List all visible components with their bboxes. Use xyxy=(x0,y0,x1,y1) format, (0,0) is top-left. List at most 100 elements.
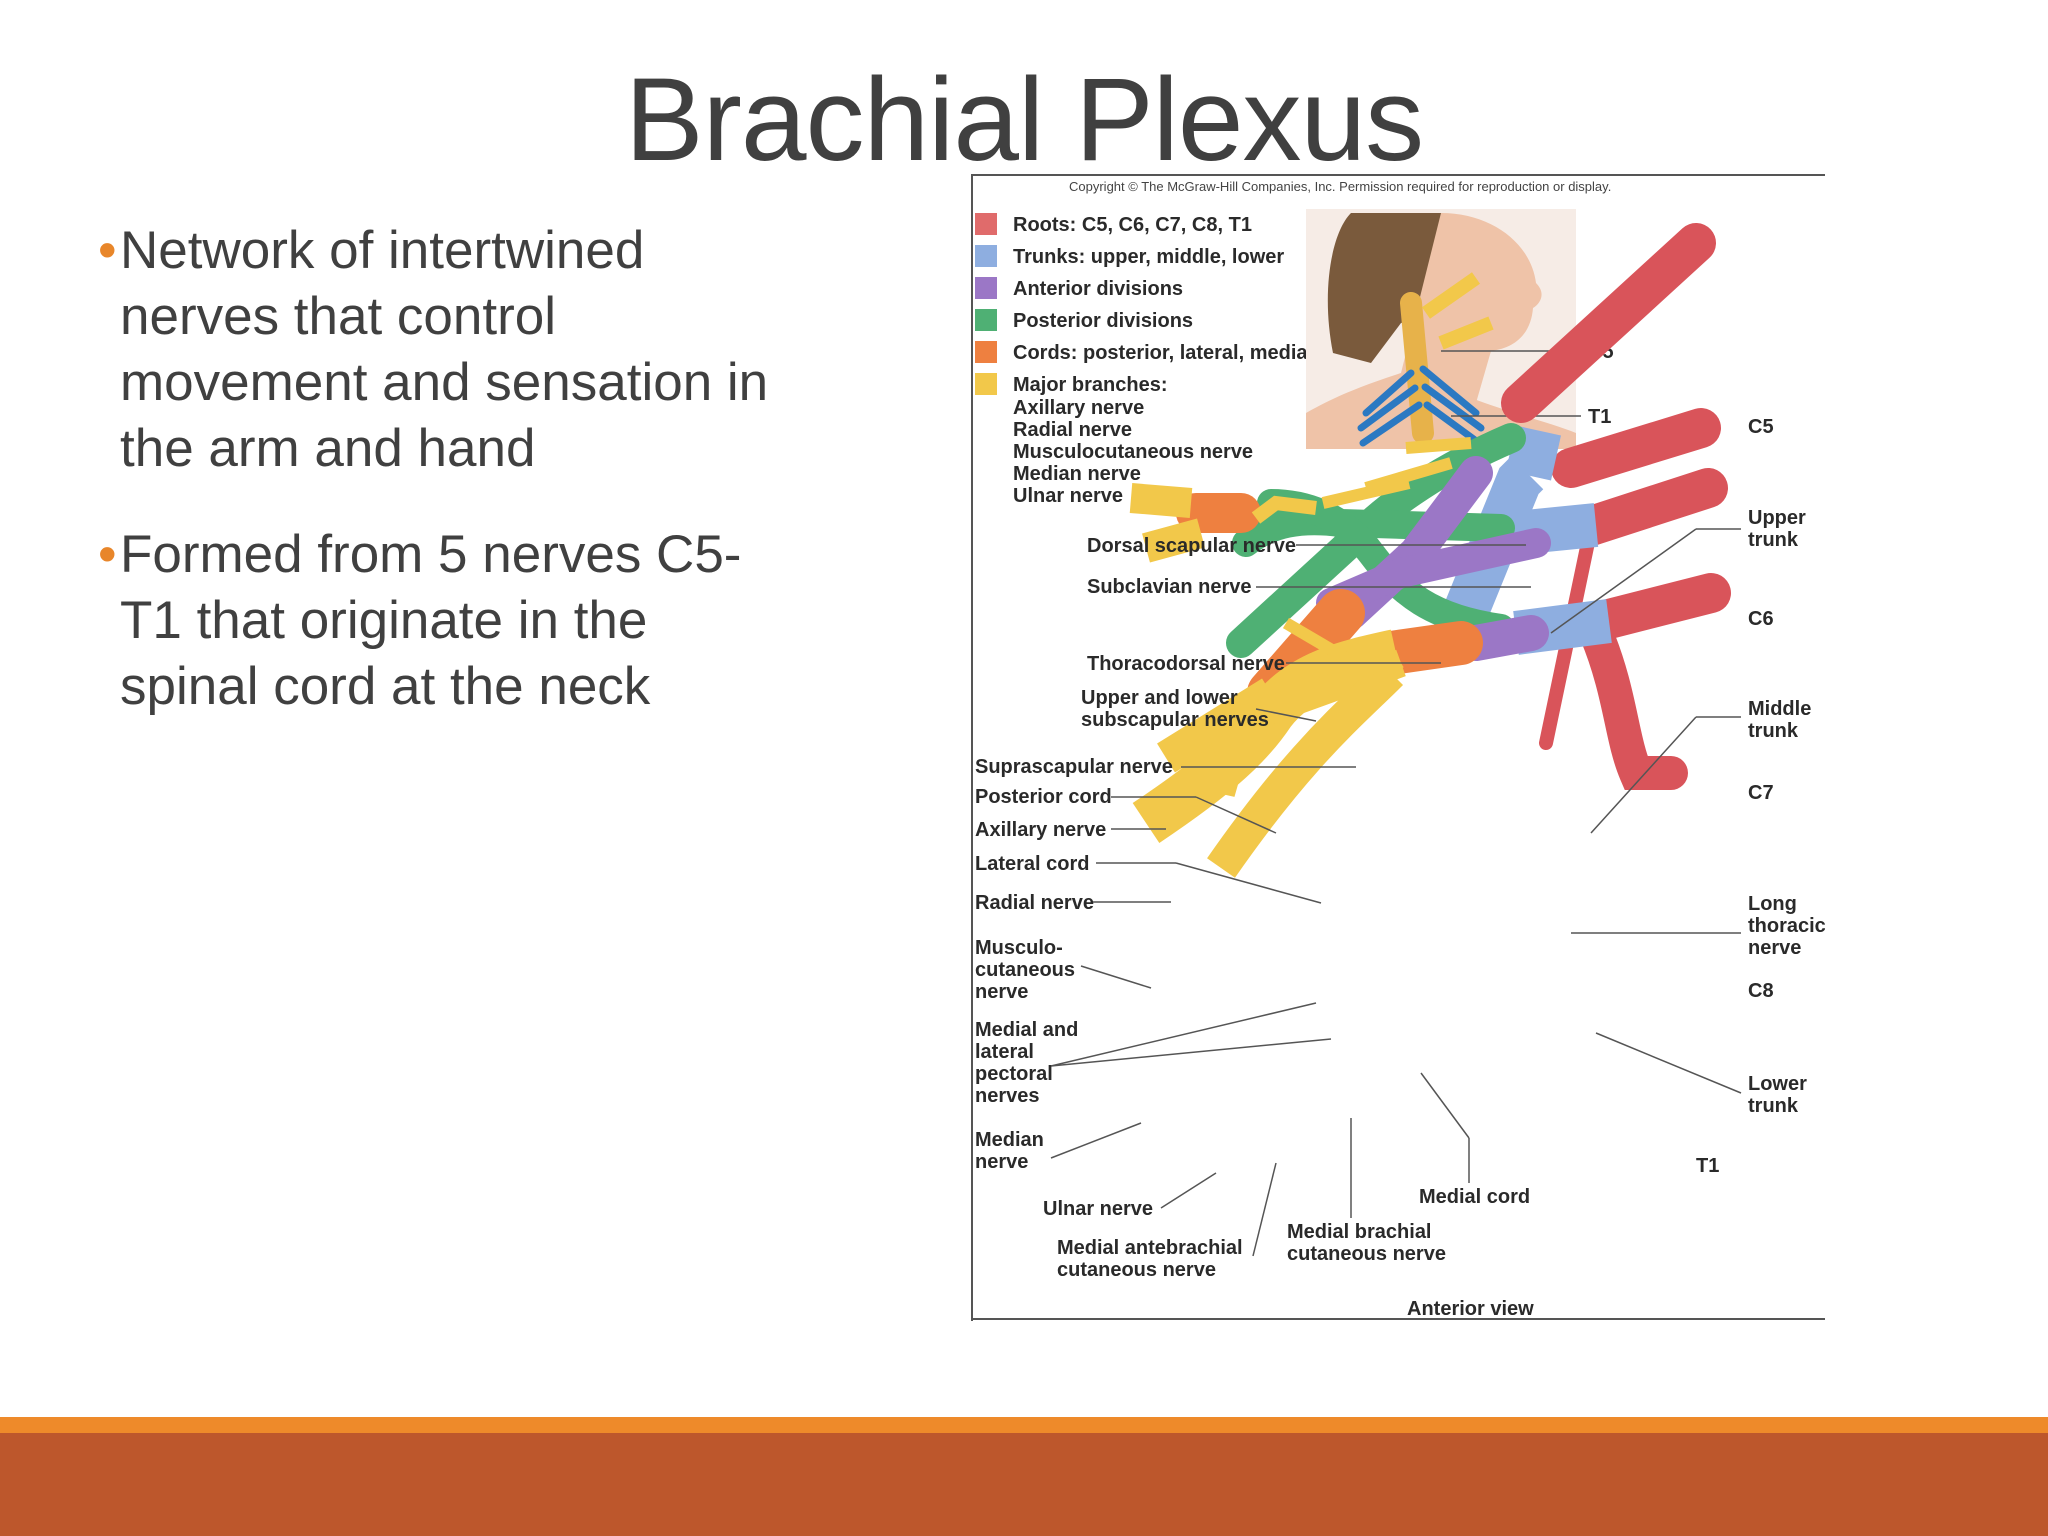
label-median: nerve xyxy=(975,1151,1028,1173)
label-long-thoracic: thoracic xyxy=(1748,915,1825,937)
label-c8: C8 xyxy=(1748,980,1774,1002)
label-pectoral: pectoral xyxy=(975,1063,1053,1085)
label-subscapular: Upper and lower xyxy=(1081,687,1238,709)
legend-swatch-posterior xyxy=(975,309,997,331)
label-medial-cord: Medial cord xyxy=(1419,1186,1530,1208)
middle-anterior-division xyxy=(1316,528,1551,618)
bullet-dot: • xyxy=(98,221,117,280)
footer-accent-bar xyxy=(0,1417,2048,1433)
slide-title: Brachial Plexus xyxy=(624,54,1424,186)
legend-swatch-roots xyxy=(975,213,997,235)
legend-cords: Cords: posterior, lateral, medial xyxy=(1013,342,1313,364)
label-long-thoracic: nerve xyxy=(1748,937,1801,959)
label-median: Median xyxy=(975,1129,1044,1151)
label-axillary: Axillary nerve xyxy=(975,819,1106,841)
bullet-text: Network of intertwined nerves that contr… xyxy=(120,221,769,478)
legend-posterior: Posterior divisions xyxy=(1013,310,1193,332)
leader-posterior-cord-2 xyxy=(1195,796,1277,834)
legend-anterior: Anterior divisions xyxy=(1013,278,1183,300)
label-c5: C5 xyxy=(1748,416,1774,438)
label-pectoral: Medial and xyxy=(975,1019,1078,1041)
leader-median xyxy=(1050,1122,1142,1159)
leader-musculocutaneous xyxy=(1080,965,1152,989)
radial-nerve-shape xyxy=(1142,518,1205,563)
label-musculocutaneous: nerve xyxy=(975,981,1028,1003)
bullet-text: Formed from 5 nerves C5-T1 that originat… xyxy=(120,525,742,716)
root-c5 xyxy=(1501,223,1716,423)
leader-subscapular xyxy=(1255,708,1317,722)
label-radial: Radial nerve xyxy=(975,892,1094,914)
bullet-item: •Formed from 5 nerves C5-T1 that origina… xyxy=(98,522,798,720)
branch-ulnar: Ulnar nerve xyxy=(1013,485,1123,507)
medial-cord-shape xyxy=(1369,621,1483,675)
right-labels: C5 Upper trunk C6 Middle trunk C7 Long t… xyxy=(1550,416,1826,1177)
axillary-nerve-shape xyxy=(1129,483,1193,518)
label-pectoral: lateral xyxy=(975,1041,1034,1063)
inset-plexus-nerves xyxy=(1357,365,1485,447)
face-shape xyxy=(1401,213,1542,409)
brachial-plexus-figure: Copyright © The McGraw-Hill Companies, I… xyxy=(971,173,1826,1321)
label-ulnar: Ulnar nerve xyxy=(1043,1198,1153,1220)
inset-t1-label: T1 xyxy=(1588,406,1611,428)
label-suprascapular: Suprascapular nerve xyxy=(975,756,1173,778)
branches xyxy=(1129,272,1494,878)
anterior-view-caption: Anterior view xyxy=(1407,1298,1534,1320)
label-upper-trunk: Upper xyxy=(1748,507,1806,529)
divisions xyxy=(1226,423,1551,661)
label-upper-trunk: trunk xyxy=(1748,529,1799,551)
bullet-list: •Network of intertwined nerves that cont… xyxy=(98,218,798,760)
footer-bar xyxy=(0,1433,2048,1536)
root-c6 xyxy=(1551,408,1721,488)
leader-medial-cord-2 xyxy=(1420,1072,1470,1139)
median-lateral-root-shape xyxy=(1203,649,1406,797)
lower-anterior-division xyxy=(1458,615,1549,661)
leader-pectoral xyxy=(1050,1002,1317,1067)
label-t1: T1 xyxy=(1696,1155,1719,1177)
upper-trunk-shape xyxy=(1429,456,1544,657)
label-pectoral: nerves xyxy=(975,1085,1040,1107)
legend-branches: Major branches: xyxy=(1013,374,1167,396)
branch-axillary: Axillary nerve xyxy=(1013,397,1144,419)
pectoral-nerves-shape xyxy=(1282,617,1375,679)
label-long-thoracic: Long xyxy=(1748,893,1797,915)
root-t1 xyxy=(1579,616,1688,790)
hair-shape xyxy=(1327,213,1441,363)
legend-swatch-cords xyxy=(975,341,997,363)
suprascapular-nerve-shape xyxy=(1321,477,1411,509)
label-c6: C6 xyxy=(1748,608,1774,630)
leader-middle-trunk-2 xyxy=(1590,716,1697,834)
branch-median: Median nerve xyxy=(1013,463,1141,485)
label-subclavian: Subclavian nerve xyxy=(1087,576,1252,598)
legend-swatch-anterior xyxy=(975,277,997,299)
subscapular-nerves-shape xyxy=(1251,495,1317,524)
leader-lateral-cord-2 xyxy=(1175,862,1322,904)
branch-musculocutaneous: Musculocutaneous nerve xyxy=(1013,441,1253,463)
dorsal-scapular-nerve-shape xyxy=(1421,272,1481,319)
label-middle-trunk: trunk xyxy=(1748,720,1799,742)
copyright-text: Copyright © The McGraw-Hill Companies, I… xyxy=(1069,179,1611,194)
medial-antebrachial-cutaneous-shape xyxy=(1276,675,1321,731)
label-subscapular: subscapular nerves xyxy=(1081,709,1269,731)
legend-roots: Roots: C5, C6, C7, C8, T1 xyxy=(1013,214,1252,236)
label-lower-trunk: Lower xyxy=(1748,1073,1807,1095)
branch-radial: Radial nerve xyxy=(1013,419,1132,441)
label-thoracodorsal: Thoracodorsal nerve xyxy=(1087,653,1285,675)
leader-ulnar xyxy=(1160,1172,1217,1209)
legend: Roots: C5, C6, C7, C8, T1 Trunks: upper,… xyxy=(975,213,1313,507)
label-medial-brachial: Medial brachial xyxy=(1287,1221,1432,1243)
label-lower-trunk: trunk xyxy=(1748,1095,1799,1117)
label-posterior-cord: Posterior cord xyxy=(975,786,1112,808)
label-middle-trunk: Middle xyxy=(1748,698,1811,720)
thoracodorsal-nerve-shape xyxy=(1405,437,1472,454)
bullet-dot: • xyxy=(98,525,117,584)
label-medial-brachial: cutaneous nerve xyxy=(1287,1243,1446,1265)
ulnar-nerve-shape xyxy=(1207,660,1404,878)
leader-upper-trunk-2 xyxy=(1550,528,1697,634)
bullet-item: •Network of intertwined nerves that cont… xyxy=(98,218,798,482)
label-medial-antebrachial: Medial antebrachial xyxy=(1057,1237,1243,1259)
left-labels: Dorsal scapular nerve Subclavian nerve T… xyxy=(975,535,1531,1281)
leader-pectoral-2 xyxy=(1050,1038,1332,1067)
root-c8 xyxy=(1581,573,1731,641)
legend-trunks: Trunks: upper, middle, lower xyxy=(1013,246,1284,268)
medial-brachial-cutaneous-shape xyxy=(1358,658,1404,693)
